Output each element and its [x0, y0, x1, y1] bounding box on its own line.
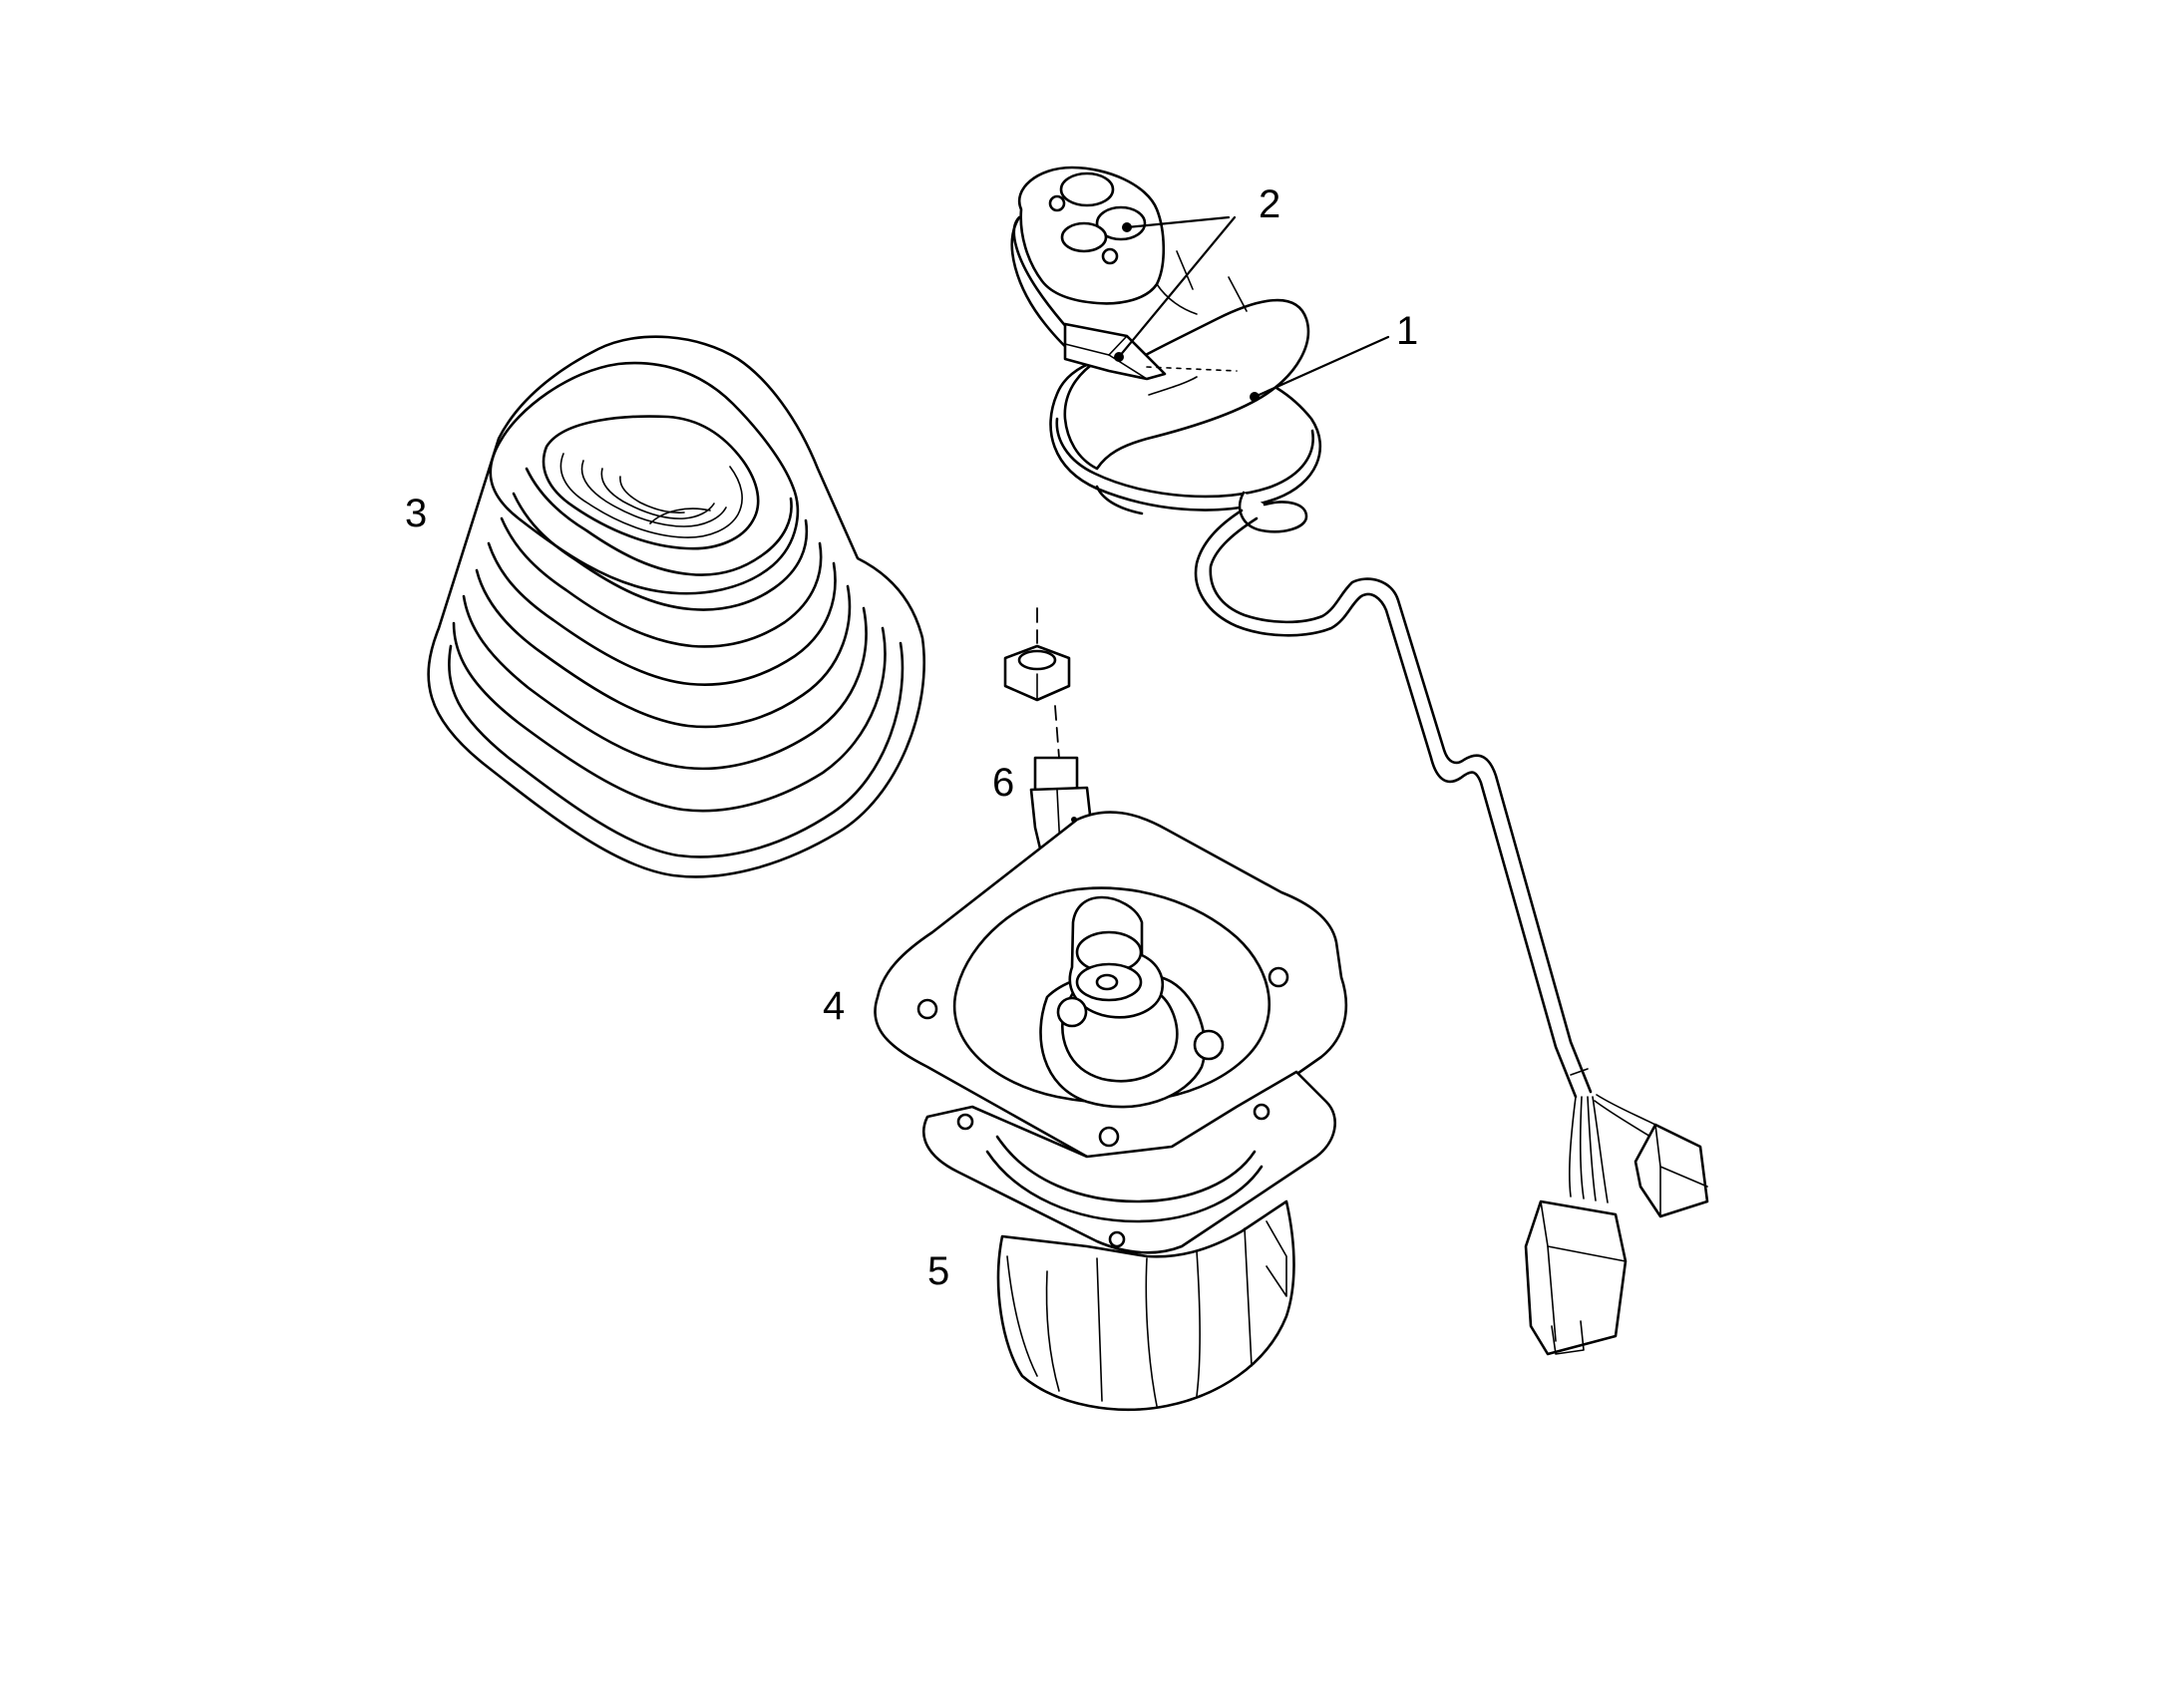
callout-5-label: 5 — [927, 1249, 949, 1293]
callout-leaders — [1114, 215, 1390, 402]
part-3-bellows-boot — [427, 335, 925, 878]
part-5-valve-body — [921, 895, 1336, 1412]
callout-6-label: 6 — [992, 761, 1014, 805]
callout-2-label: 2 — [1259, 182, 1280, 226]
callout-4-label: 4 — [823, 984, 845, 1028]
callout-3-label: 3 — [405, 492, 427, 535]
callout-1-label: 1 — [1396, 309, 1418, 353]
